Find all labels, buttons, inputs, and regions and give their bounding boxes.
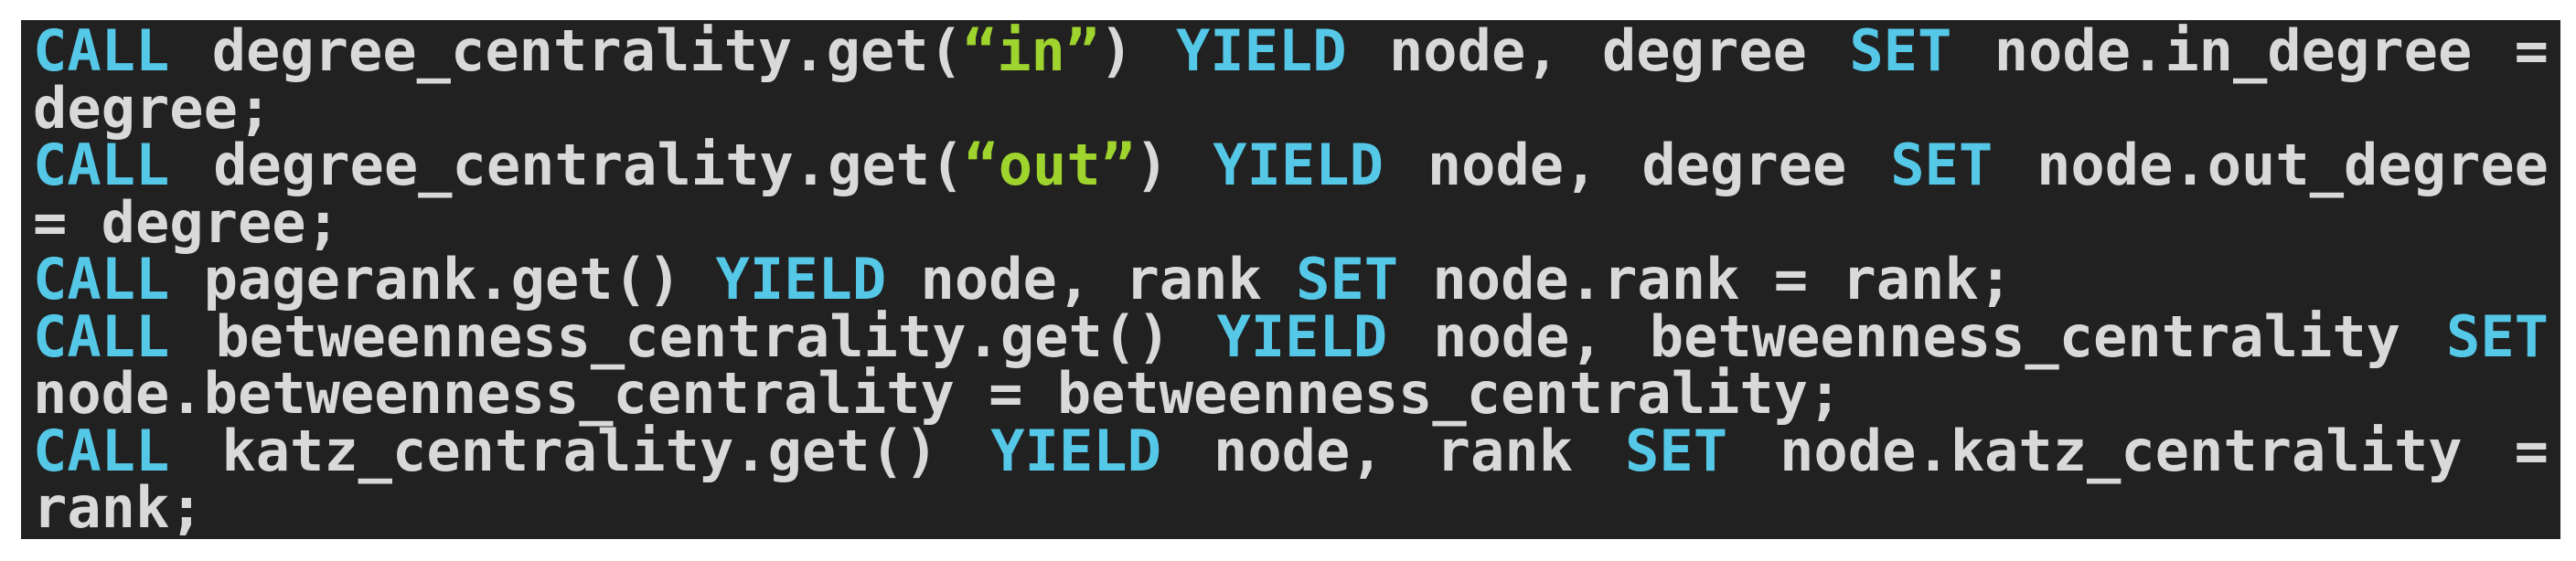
code-line: = degree; bbox=[33, 194, 2549, 252]
code-token-string: “in” bbox=[962, 20, 1100, 84]
code-token-text: node.in_degree = bbox=[1951, 20, 2549, 84]
code-token-keyword: YIELD bbox=[1213, 132, 1384, 198]
code-token-text: degree; bbox=[33, 74, 273, 142]
code-token-keyword: SET bbox=[1849, 20, 1952, 84]
code-token-keyword: CALL bbox=[33, 302, 170, 370]
code-token-keyword: YIELD bbox=[990, 417, 1161, 484]
code-token-text: node.rank = rank; bbox=[1398, 246, 2013, 312]
code-token-text: ) bbox=[1135, 132, 1213, 198]
code-token-text: rank; bbox=[33, 474, 204, 539]
code-line: CALL katz_centrality.get() YIELD node, r… bbox=[33, 422, 2549, 481]
code-token-keyword: YIELD bbox=[1216, 302, 1388, 370]
code-block: CALL degree_centrality.get(“in”) YIELD n… bbox=[21, 20, 2560, 539]
code-token-text: katz_centrality.get() bbox=[169, 417, 991, 484]
code-token-keyword: SET bbox=[1890, 132, 1993, 198]
code-token-keyword: YIELD bbox=[715, 246, 887, 312]
code-line: node.betweenness_centrality = betweennes… bbox=[33, 365, 2549, 423]
code-token-keyword: CALL bbox=[33, 246, 170, 312]
code-token-keyword: CALL bbox=[33, 417, 170, 484]
code-token-string: “out” bbox=[964, 132, 1136, 198]
code-token-text: node, rank bbox=[1160, 417, 1626, 484]
code-token-text: = degree; bbox=[33, 188, 340, 256]
code-token-keyword: CALL bbox=[33, 132, 170, 198]
code-token-text: betweenness_centrality.get() bbox=[169, 302, 1217, 370]
code-token-text: node.betweenness_centrality = betweennes… bbox=[33, 360, 1843, 427]
code-line: CALL degree_centrality.get(“in”) YIELD n… bbox=[33, 22, 2549, 80]
code-token-keyword: SET bbox=[2446, 302, 2549, 370]
code-token-text: degree_centrality.get( bbox=[169, 20, 963, 84]
code-token-text: pagerank.get() bbox=[169, 246, 716, 312]
code-line: rank; bbox=[33, 479, 2549, 537]
code-line: CALL pagerank.get() YIELD node, rank SET… bbox=[33, 250, 2549, 309]
code-token-keyword: YIELD bbox=[1175, 20, 1347, 84]
code-token-text: ) bbox=[1099, 20, 1176, 84]
code-token-text: degree_centrality.get( bbox=[169, 132, 965, 198]
code-token-text: node, degree bbox=[1383, 132, 1891, 198]
code-token-text: node, degree bbox=[1346, 20, 1850, 84]
code-line: CALL betweenness_centrality.get() YIELD … bbox=[33, 308, 2549, 366]
code-token-keyword: SET bbox=[1296, 246, 1399, 312]
code-line: CALL degree_centrality.get(“out”) YIELD … bbox=[33, 136, 2549, 195]
code-token-text: node.out_degree bbox=[1993, 132, 2549, 198]
code-token-keyword: SET bbox=[1625, 417, 1728, 484]
code-token-text: node.katz_centrality = bbox=[1727, 417, 2549, 484]
code-line: degree; bbox=[33, 79, 2549, 138]
code-token-text: node, rank bbox=[886, 246, 1297, 312]
code-token-text: node, betweenness_centrality bbox=[1387, 302, 2446, 370]
code-token-keyword: CALL bbox=[33, 20, 170, 84]
